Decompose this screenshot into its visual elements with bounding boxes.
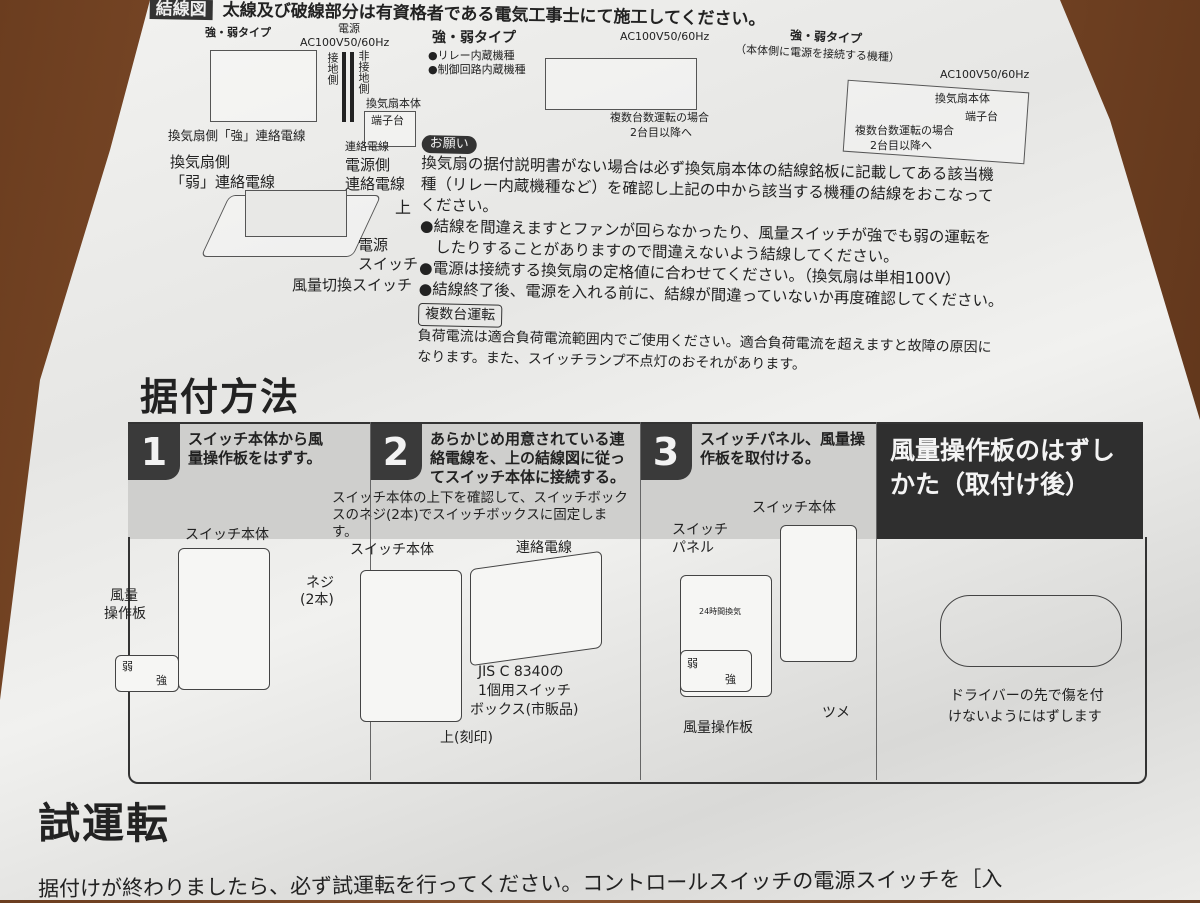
step-text: スイッチパネル、風量操作板を取付ける。 [700,430,866,467]
label: スイッチ本体 [350,542,434,558]
switch-body-illustration [360,570,462,722]
airflow-plate-illustration: 弱 強 [115,655,179,692]
divider [640,422,641,780]
label: 強 [725,673,736,686]
label: 弱 [687,657,698,670]
label: 風量操作板 [683,720,753,736]
switch-body-illustration [178,548,270,690]
label: 風量 [110,588,138,604]
power-switch-label-1: 電源 [358,236,389,254]
airflow-switch-label: 風量切換スイッチ [292,276,413,294]
type-a-wire [350,52,354,122]
label: ネジ [306,575,334,591]
hands-screwdriver-illustration [940,595,1122,667]
step-text: あらかじめ用意されている連絡電線を、上の結線図に従ってスイッチ本体に接続する。 [430,430,626,486]
type-a-spec: AC100V50/60Hz [300,36,390,49]
type-a-power: 電源 [338,22,360,35]
type-b-note2: ●制御回路内蔵機種 [428,63,526,76]
type-b-spec: AC100V50/60Hz [620,30,710,43]
step-1: 1 スイッチ本体から風量操作板をはずす。 [128,424,368,539]
airflow-plate-illustration: 弱 強 [680,650,752,692]
switch-box-illustration [470,550,602,667]
weak-wire-label-2: 「弱」連絡電線 [170,173,276,191]
label: 上(刻印) [440,730,493,746]
install-title: 据付方法 [140,375,301,419]
type-b-multi: 複数台数運転の場合 [610,111,709,124]
switch-body-illustration [780,525,857,662]
type-a-wire [342,52,346,122]
label: ツメ [822,705,850,721]
label: 操作板 [104,606,146,622]
label: JIS C 8340の [478,664,564,680]
type-a-switch-diagram [210,50,317,122]
wiring-title: 結線図 [149,0,213,21]
type-a-fan-body: 換気扇本体 [366,97,421,110]
power-switch-label-2: スイッチ [358,255,419,273]
divider [876,422,877,780]
label: スイッチ [672,522,728,538]
strong-wire-label: 換気扇側「強」連絡電線 [168,128,306,143]
label: (2本) [300,592,334,608]
label: けないようにはずします [948,709,1102,725]
type-a-terminal-block: 端子台 [364,111,416,147]
test-run-title: 試運転 [38,799,171,848]
label: 1個用スイッチ [478,683,571,699]
weak-wire-label-1: 換気扇側 [170,153,231,171]
switch-block-illustration [245,190,347,237]
label: スイッチ本体 [185,527,269,543]
step-3: 3 スイッチパネル、風量操作板を取付ける。 [640,424,875,539]
type-c-spec: AC100V50/60Hz [940,68,1030,81]
request-label: お願い [421,134,477,155]
step-text: 風量操作板のはずしかた（取付け後） [890,436,1116,499]
step-subtext: スイッチ本体の上下を確認して、スイッチボックスのネジ(2本)でスイッチボックスに… [332,490,628,540]
type-a-live-side: 非接地側 [357,50,370,94]
step-number: 2 [370,424,422,480]
step-number: 3 [640,424,692,480]
step-text: スイッチ本体から風量操作板をはずす。 [188,430,324,467]
type-b-title: 強・弱タイプ [432,30,516,46]
label: ドライバーの先で傷を付 [950,688,1104,704]
label: 連絡電線 [516,540,572,556]
type-b-diagram [545,58,697,110]
type-b-multi2: 2台目以降へ [630,126,692,139]
type-a-ground-side: 接地側 [326,52,339,85]
step-number: 1 [128,424,180,480]
step-2: 2 あらかじめ用意されている連絡電線を、上の結線図に従ってスイッチ本体に接続する… [332,424,640,540]
type-b-note1: ●リレー内蔵機種 [428,49,515,62]
install-steps-band: 1 スイッチ本体から風量操作板をはずす。 2 あらかじめ用意されている連絡電線を… [128,422,1143,540]
power-wire-label-2: 連絡電線 [345,175,406,193]
up-label: 上 [395,198,412,217]
label: スイッチ本体 [752,500,836,516]
type-c-multi2: 2台目以降へ [870,139,932,152]
type-a-terminal: 端子台 [371,114,404,127]
type-c-multi: 複数台数運転の場合 [855,124,954,137]
label: ボックス(市販品) [470,702,579,718]
request-section: お願い 換気扇の据付説明書がない場合は必ず換気扇本体の結線銘板に記載してある該当… [417,132,1007,380]
type-a-title: 強・弱タイプ [205,26,271,39]
label: 弱 [122,660,133,673]
step-4: 風量操作板のはずしかた（取付け後） [876,424,1143,539]
power-wire-label-1: 電源側 [345,156,391,174]
multi-unit-label: 複数台運転 [417,302,503,328]
type-c-fan-body: 換気扇本体 [935,92,990,105]
label: パネル [672,540,714,556]
link-wire-label: 連絡電線 [345,140,389,153]
type-c-terminal: 端子台 [965,110,998,123]
label: 強 [156,674,167,687]
label: 24時間換気 [699,607,742,616]
